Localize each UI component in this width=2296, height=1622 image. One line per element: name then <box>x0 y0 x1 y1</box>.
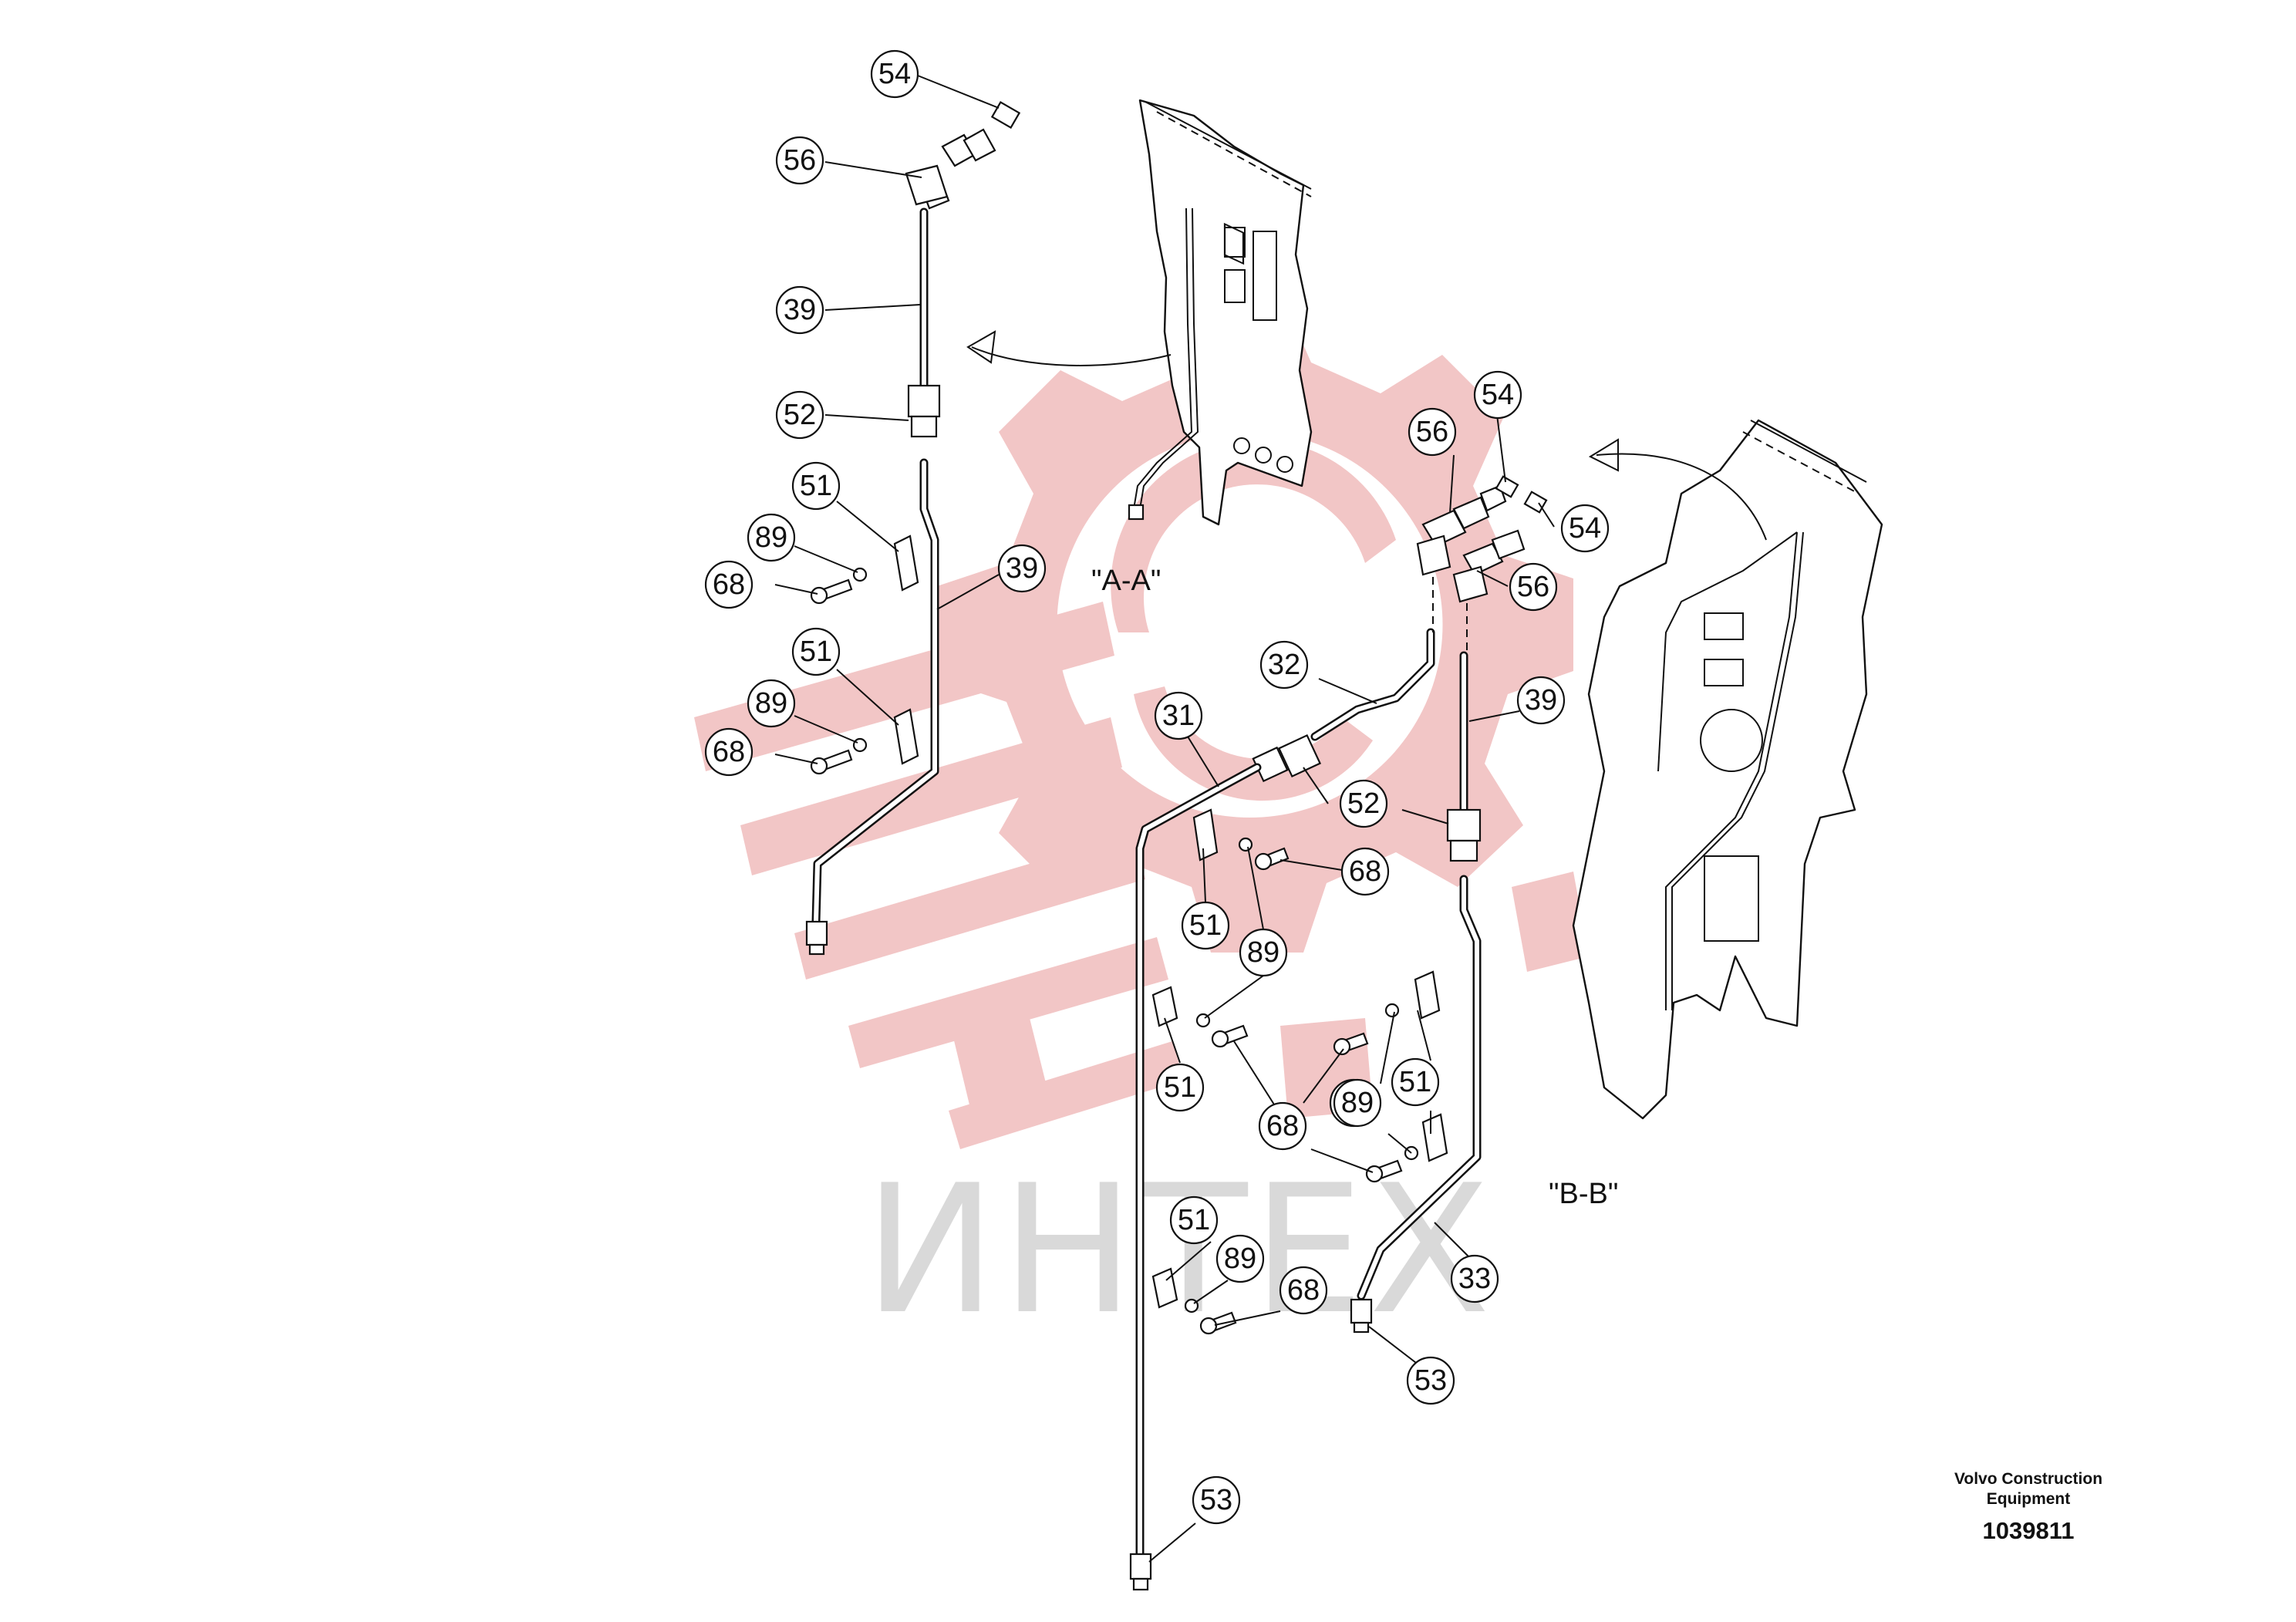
callout: 51 <box>1391 1057 1440 1107</box>
callout: 89 <box>1333 1078 1382 1128</box>
drawing-number: 1039811 <box>1982 1517 2075 1544</box>
callout: 89 <box>747 513 796 562</box>
callout: 54 <box>1560 504 1610 553</box>
svg-text:53: 53 <box>1414 1364 1447 1397</box>
svg-text:52: 52 <box>1347 787 1380 820</box>
svg-text:89: 89 <box>755 687 787 720</box>
callout: 52 <box>1339 779 1388 828</box>
svg-text:51: 51 <box>800 636 832 668</box>
company-name: Volvo Construction Equipment <box>1954 1470 2103 1508</box>
svg-text:68: 68 <box>1287 1274 1320 1307</box>
svg-text:68: 68 <box>713 568 745 601</box>
svg-text:89: 89 <box>1341 1087 1374 1119</box>
view-a-label: "A-A" <box>1091 565 1161 597</box>
svg-text:51: 51 <box>1189 909 1222 942</box>
callout: 51 <box>791 461 841 511</box>
title-block: Volvo Construction Equipment 1039811 <box>1913 1469 2144 1545</box>
svg-text:68: 68 <box>713 736 745 768</box>
svg-text:51: 51 <box>800 470 832 502</box>
svg-text:68: 68 <box>1349 855 1381 888</box>
svg-text:89: 89 <box>1247 936 1279 969</box>
callout: 32 <box>1259 640 1309 690</box>
callout: 52 <box>775 390 824 440</box>
left-pipe-assembly <box>805 100 1021 956</box>
center-pipe-assembly <box>1129 475 1548 1591</box>
panel-view-a <box>966 99 1313 526</box>
callout: 89 <box>747 679 796 728</box>
svg-text:68: 68 <box>1266 1110 1299 1142</box>
callout: 56 <box>1509 562 1558 612</box>
svg-text:56: 56 <box>784 144 816 177</box>
callout: 89 <box>1239 928 1288 977</box>
svg-text:52: 52 <box>784 399 816 431</box>
svg-text:53: 53 <box>1200 1484 1232 1516</box>
callout: 51 <box>1155 1063 1205 1112</box>
svg-text:56: 56 <box>1416 416 1448 448</box>
leader-lines <box>774 73 1555 1563</box>
svg-text:51: 51 <box>1164 1071 1196 1104</box>
callouts: 54 56 39 52 51 89 68 39 51 89 68 54 56 5… <box>704 49 1610 1525</box>
callout: 56 <box>775 136 824 185</box>
panel-view-b <box>1572 419 1883 1120</box>
callout: 54 <box>1473 370 1522 420</box>
callout: 68 <box>704 727 754 777</box>
svg-text:39: 39 <box>784 294 816 326</box>
svg-text:39: 39 <box>1525 684 1557 717</box>
callout: 68 <box>1340 847 1390 896</box>
callout: 51 <box>791 627 841 676</box>
callout: 33 <box>1450 1254 1499 1303</box>
svg-text:51: 51 <box>1178 1204 1210 1236</box>
callout: 89 <box>1215 1234 1265 1283</box>
watermark-gear-logo: ИНТЕХ <box>694 301 1589 1354</box>
callout: 39 <box>775 285 824 335</box>
svg-text:51: 51 <box>1399 1066 1431 1098</box>
svg-text:32: 32 <box>1268 649 1300 681</box>
callout: 68 <box>1279 1266 1328 1315</box>
svg-text:39: 39 <box>1006 552 1038 585</box>
callout: 39 <box>997 544 1047 593</box>
callout: 53 <box>1406 1356 1455 1405</box>
svg-text:54: 54 <box>1569 512 1601 545</box>
callout: 51 <box>1181 901 1230 950</box>
callout: 51 <box>1169 1195 1219 1245</box>
svg-text:56: 56 <box>1517 571 1549 603</box>
svg-text:33: 33 <box>1458 1263 1491 1295</box>
callout: 68 <box>704 560 754 609</box>
callout: 54 <box>870 49 919 99</box>
callout: 31 <box>1154 691 1203 740</box>
svg-text:54: 54 <box>1482 379 1514 411</box>
svg-text:89: 89 <box>1224 1243 1256 1275</box>
callout: 53 <box>1192 1475 1241 1525</box>
callout: 56 <box>1408 407 1457 457</box>
callout: 68 <box>1258 1101 1307 1151</box>
svg-text:54: 54 <box>878 58 911 90</box>
view-b-label: "B-B" <box>1549 1178 1618 1210</box>
svg-text:31: 31 <box>1162 700 1195 732</box>
watermark-text: ИНТЕХ <box>864 1148 1495 1354</box>
callout: 39 <box>1516 676 1566 725</box>
svg-text:89: 89 <box>755 521 787 554</box>
